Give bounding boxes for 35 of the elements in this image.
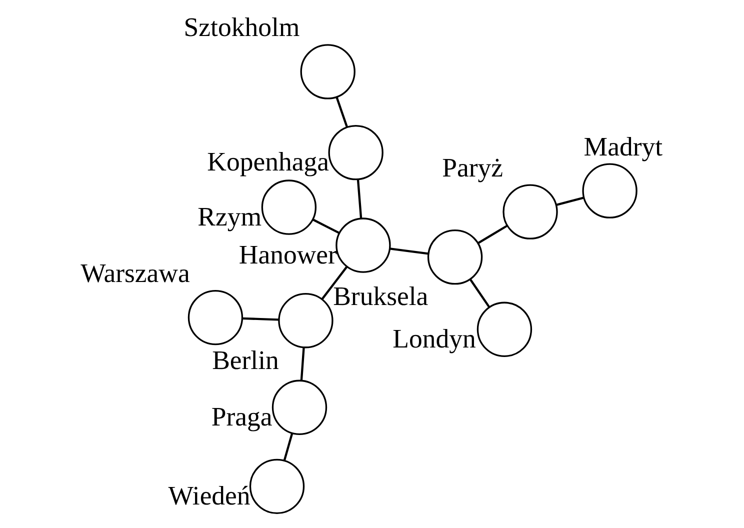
connector — [320, 266, 348, 300]
node-circle — [278, 293, 333, 348]
node-circle — [328, 124, 383, 180]
node-circle — [260, 180, 316, 235]
node-circle — [300, 44, 355, 100]
node-label: Bruksela — [332, 281, 428, 312]
node-label: Sztokholm — [183, 12, 300, 42]
connector — [335, 96, 348, 128]
node-label: Paryż — [442, 152, 503, 182]
connector — [312, 218, 339, 234]
connector — [356, 179, 362, 218]
node-label: Berlin — [212, 344, 278, 375]
connector — [242, 317, 278, 321]
node-circle — [476, 302, 532, 357]
node-label: Warszawa — [80, 258, 190, 288]
node-label: Rzym — [197, 201, 262, 232]
node-label: Wiedeń — [168, 480, 250, 510]
node-circle — [248, 458, 304, 514]
connector — [556, 196, 584, 206]
node-label: Madryt — [583, 131, 662, 162]
connector — [469, 278, 490, 308]
connector — [282, 432, 293, 461]
node-circle — [271, 380, 327, 435]
connector — [300, 348, 304, 380]
node-circle — [187, 290, 243, 346]
connector — [389, 248, 428, 255]
node-label: Praga — [210, 401, 272, 432]
node-circle — [335, 218, 390, 273]
node-circle — [502, 184, 558, 240]
connector — [476, 224, 507, 244]
node-circle — [426, 229, 482, 285]
node-circle — [582, 163, 637, 218]
node-label: Londyn — [392, 323, 476, 354]
node-label: Hanower — [238, 239, 336, 270]
node-label: Kopenhaga — [206, 146, 328, 177]
